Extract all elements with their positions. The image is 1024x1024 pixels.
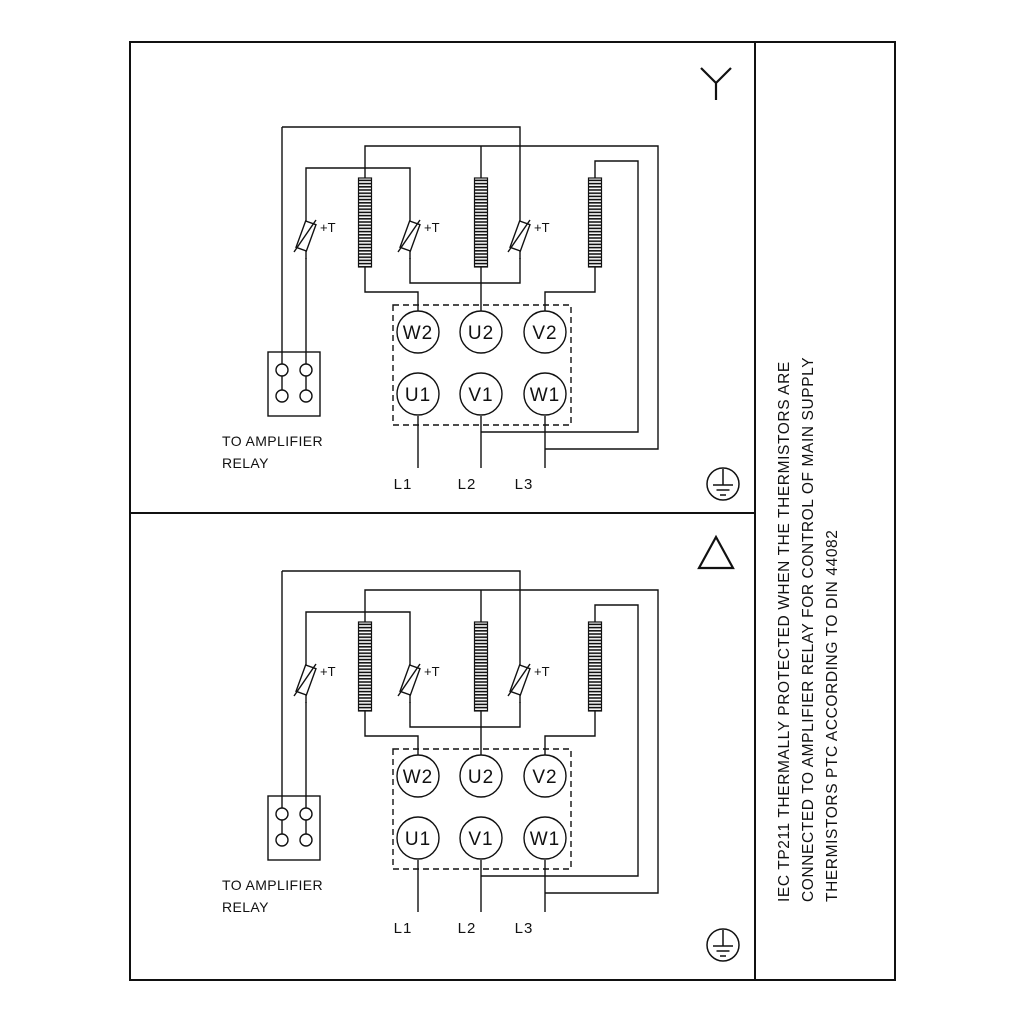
terminal-v1: V1	[468, 385, 493, 406]
thermistor-label: +T	[534, 664, 550, 679]
terminal-v2: V2	[532, 323, 557, 344]
thermistor-label: +T	[320, 664, 336, 679]
sidebar-note-line3: THERMISTORS PTC ACCORDING TO DIN 44082	[824, 530, 841, 903]
terminal-u1: U1	[405, 385, 431, 406]
terminal-u1: U1	[405, 829, 431, 850]
terminal-v1: V1	[468, 829, 493, 850]
relay-note-line1: TO AMPLIFIER	[222, 877, 323, 893]
ground-icon	[706, 467, 740, 501]
terminal-w1: W1	[530, 829, 561, 850]
star-connection-panel: +T +T +T W2 U2 V2 U1 V1 W1 TO AMPLIFIER …	[222, 67, 740, 501]
relay-note-line2: RELAY	[222, 455, 269, 471]
terminal-u2: U2	[468, 323, 494, 344]
terminal-v2: V2	[532, 767, 557, 788]
drawing-border	[129, 41, 896, 981]
star-icon	[700, 67, 732, 100]
supply-l3-label: L3	[515, 476, 534, 493]
terminal-w1: W1	[530, 385, 561, 406]
thermistor-label: +T	[424, 220, 440, 235]
thermistor-label: +T	[320, 220, 336, 235]
terminal-w2: W2	[403, 323, 434, 344]
supply-l1-label: L1	[394, 920, 413, 937]
relay-note-line1: TO AMPLIFIER	[222, 433, 323, 449]
supply-l2-label: L2	[458, 920, 477, 937]
supply-l2-label: L2	[458, 476, 477, 493]
sidebar-note-line2: CONNECTED TO AMPLIFIER RELAY FOR CONTROL…	[800, 357, 817, 902]
terminal-u2: U2	[468, 767, 494, 788]
delta-icon	[697, 534, 735, 570]
delta-connection-panel: +T +T +T W2 U2 V2 U1 V1 W1 TO AMPLIFIER …	[222, 534, 740, 962]
thermistor-label: +T	[424, 664, 440, 679]
supply-l3-label: L3	[515, 920, 534, 937]
ground-icon	[706, 928, 740, 962]
sidebar-note: IEC TP211 THERMALLY PROTECTED WHEN THE T…	[776, 357, 841, 902]
supply-l1-label: L1	[394, 476, 413, 493]
sidebar-note-line1: IEC TP211 THERMALLY PROTECTED WHEN THE T…	[776, 361, 793, 902]
terminal-w2: W2	[403, 767, 434, 788]
thermistor-label: +T	[534, 220, 550, 235]
relay-note-line2: RELAY	[222, 899, 269, 915]
